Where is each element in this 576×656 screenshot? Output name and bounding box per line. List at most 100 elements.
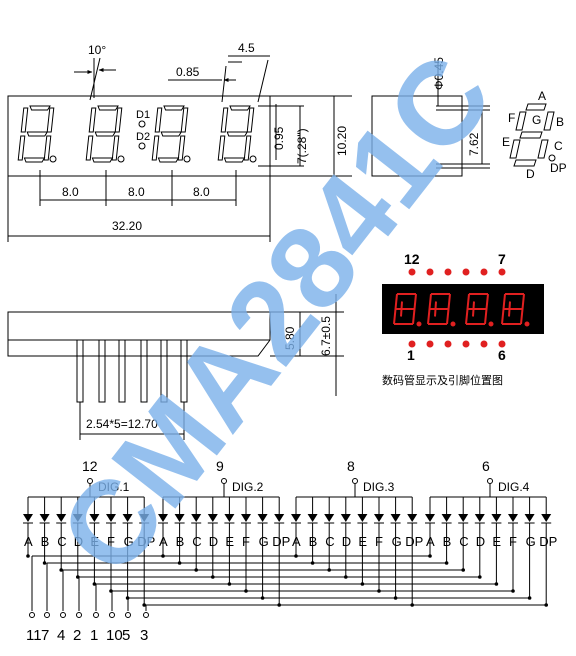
pitch-label-2: 8.0 bbox=[128, 185, 145, 199]
junction-dot bbox=[142, 603, 146, 607]
display-digit-3 bbox=[465, 293, 494, 327]
display-pin-bottom-1 bbox=[408, 340, 416, 348]
display-seg-v bbox=[501, 293, 525, 325]
d2-label: D2 bbox=[136, 131, 150, 143]
legend-label-f: F bbox=[508, 111, 515, 125]
legend-label-dp: DP bbox=[550, 161, 567, 175]
junction-dot bbox=[211, 575, 215, 579]
display-pin-bottom-6 bbox=[498, 340, 506, 348]
junction-dot bbox=[544, 603, 548, 607]
display-seg-h bbox=[394, 293, 416, 325]
front-view bbox=[7, 55, 352, 242]
diode-symbol bbox=[441, 514, 452, 522]
digit-pin-bubble-4 bbox=[487, 478, 493, 484]
side-view bbox=[371, 60, 490, 177]
diode-symbol bbox=[158, 514, 168, 522]
legend-seg-d bbox=[513, 159, 537, 167]
front-seg-h bbox=[91, 157, 114, 163]
pitch-label-3: 8.0 bbox=[193, 185, 210, 199]
segment-label-dp: DP bbox=[405, 534, 423, 549]
digit-pin-bubble-3 bbox=[352, 478, 358, 484]
display-pin-top-1 bbox=[408, 268, 416, 276]
pin-label-1: 1 bbox=[407, 347, 415, 363]
digit-label-1: DIG.1 bbox=[98, 480, 130, 494]
pin-span-label: 2.54*5=12.70 bbox=[86, 417, 158, 431]
diode-symbol bbox=[106, 514, 116, 522]
display-dp bbox=[450, 321, 456, 327]
diode-symbol bbox=[274, 514, 285, 522]
legend-seg-dp bbox=[548, 154, 556, 162]
body-width-label: 32.20 bbox=[112, 219, 142, 233]
body-height-label: 10.20 bbox=[335, 126, 349, 156]
front-seg-h bbox=[160, 131, 183, 137]
bottom-pin-3 bbox=[118, 339, 126, 403]
display-digit-4 bbox=[501, 293, 530, 327]
pinout-caption: 数码管显示及引脚位置图 bbox=[382, 373, 503, 387]
segment-label-dp: DP bbox=[539, 534, 557, 549]
side-body bbox=[371, 95, 463, 177]
diode-symbol bbox=[39, 514, 50, 522]
front-seg-h bbox=[157, 157, 180, 163]
front-seg-v bbox=[111, 135, 120, 161]
diode-symbol bbox=[207, 514, 218, 522]
diode-symbol bbox=[89, 514, 100, 522]
segment-label-g: G bbox=[392, 534, 402, 549]
junction-dot bbox=[377, 589, 381, 593]
front-seg-v bbox=[17, 135, 26, 161]
segment-pin-bubble bbox=[29, 612, 35, 618]
segment-label-g: G bbox=[526, 534, 536, 549]
pin-label-7: 7 bbox=[498, 251, 506, 267]
segment-label-d: D bbox=[476, 534, 485, 549]
display-seg-v bbox=[393, 293, 417, 325]
pin-label-6: 6 bbox=[498, 347, 506, 363]
legend-seg-b bbox=[543, 111, 555, 131]
bottom-body bbox=[7, 311, 271, 357]
segment-label-d: D bbox=[342, 534, 351, 549]
junction-dot bbox=[92, 582, 97, 586]
pitch-top-label: 4.5 bbox=[238, 41, 255, 55]
segment-pin-label: 3 bbox=[140, 627, 148, 644]
d1-label: D1 bbox=[136, 109, 150, 121]
display-digits bbox=[393, 293, 530, 327]
display-pin-top-5 bbox=[480, 268, 488, 276]
bottom-pin-2 bbox=[98, 339, 106, 403]
front-dp-dot bbox=[183, 155, 191, 163]
colon-dot-d2 bbox=[138, 142, 146, 150]
segment-label-c: C bbox=[57, 534, 66, 549]
display-pin-top-6 bbox=[498, 268, 506, 276]
legend-seg-g bbox=[519, 131, 543, 139]
front-seg-h bbox=[97, 105, 119, 111]
junction-dot bbox=[344, 575, 348, 579]
bottom-pin-5 bbox=[160, 339, 168, 403]
display-seg-inner bbox=[472, 301, 475, 317]
front-seg-v bbox=[46, 107, 55, 133]
legend-label-c: C bbox=[554, 139, 563, 153]
digit-pin-label-2: 9 bbox=[216, 458, 224, 474]
display-dp bbox=[416, 321, 422, 327]
digit-pin-bubble-1 bbox=[87, 478, 93, 484]
diode-symbol bbox=[139, 514, 150, 522]
diode-symbol bbox=[491, 514, 502, 522]
segment-pin-label: 5 bbox=[122, 627, 130, 644]
legend-seg-f bbox=[515, 111, 527, 131]
digit-label-3: DIG.3 bbox=[363, 480, 395, 494]
segment-pin-label: 11 bbox=[26, 627, 42, 644]
junction-dot bbox=[444, 561, 449, 565]
pin-label-12: 12 bbox=[404, 251, 420, 267]
segment-label-d: D bbox=[74, 534, 83, 549]
segment-pin-bubble bbox=[93, 612, 99, 618]
digit-pin-label-1: 12 bbox=[82, 458, 98, 474]
segment-pin-label: 4 bbox=[57, 627, 65, 644]
segment-label-c: C bbox=[459, 534, 468, 549]
segment-label-c: C bbox=[325, 534, 334, 549]
display-seg-inner bbox=[508, 301, 511, 317]
pin-row-label: 7.62 bbox=[467, 132, 481, 156]
diode-symbol bbox=[56, 514, 67, 522]
junction-dot bbox=[360, 582, 365, 586]
display-pins bbox=[408, 268, 506, 348]
front-seg-v bbox=[88, 107, 97, 133]
display-digit-2 bbox=[427, 293, 456, 327]
legend-seg-e bbox=[509, 139, 521, 159]
